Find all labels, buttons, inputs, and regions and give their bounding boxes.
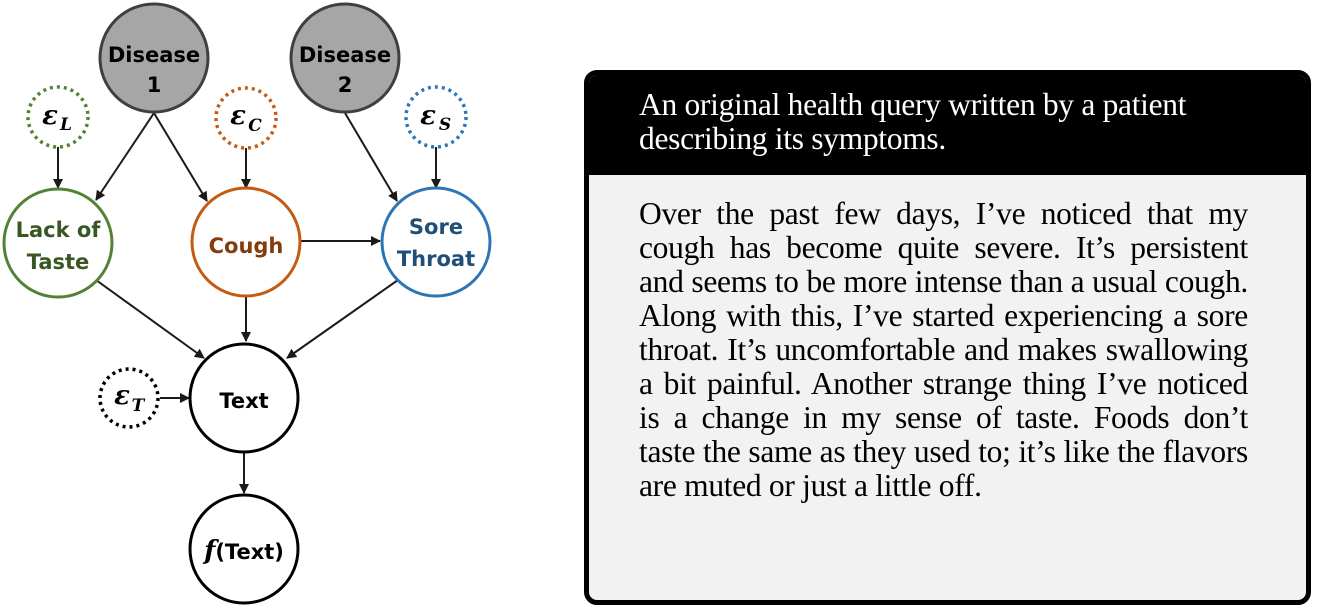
sore-throat-label-line1: Sore — [409, 215, 463, 239]
node-text: Text — [188, 342, 300, 454]
query-card-body: Over the past few days, I’ve noticed tha… — [639, 196, 1248, 503]
noise-node-eps-c: ε C — [214, 86, 278, 150]
f-text-label: f(Text) — [202, 536, 284, 566]
epsilon-symbol: ε — [114, 381, 130, 411]
noise-node-eps-s: ε S — [404, 85, 468, 149]
function-symbol: f — [202, 536, 219, 566]
epsilon-subscript: T — [132, 396, 146, 416]
sore-throat-label-line2: Throat — [397, 247, 475, 271]
disease-2-number: 2 — [338, 73, 353, 97]
noise-node-eps-t: ε T — [98, 367, 160, 429]
epsilon-subscript: C — [248, 116, 262, 136]
edge-lack-of-taste-text — [95, 279, 205, 359]
edge-disease2-sore-throat — [344, 112, 398, 202]
health-query-card: An original health query written by a pa… — [584, 70, 1311, 605]
disease-2-label: Disease — [299, 43, 391, 67]
node-f-text: f(Text) — [188, 493, 300, 605]
node-disease-2: Disease 2 — [289, 2, 401, 114]
noise-node-eps-l: ε L — [26, 85, 90, 149]
disease-1-number: 1 — [147, 73, 162, 97]
node-disease-1: Disease 1 — [98, 2, 210, 114]
text-node-label: Text — [219, 389, 268, 413]
epsilon-subscript: L — [59, 115, 72, 135]
epsilon-symbol: ε — [42, 101, 58, 131]
epsilon-symbol: ε — [230, 101, 246, 131]
epsilon-symbol: ε — [420, 101, 436, 131]
node-sore-throat: Sore Throat — [380, 186, 492, 298]
edge-disease1-lack-of-taste — [95, 112, 155, 201]
function-argument: (Text) — [215, 540, 284, 564]
query-card-header: An original health query written by a pa… — [589, 75, 1306, 175]
edge-disease1-cough — [153, 112, 208, 202]
node-cough: Cough — [190, 186, 302, 298]
causal-graph: Disease 1 Disease 2 ε L ε C ε S Lack of … — [2, 2, 492, 605]
edge-sore-throat-text — [286, 279, 399, 359]
cough-label: Cough — [209, 234, 284, 258]
lack-of-taste-label-line1: Lack of — [16, 218, 102, 242]
epsilon-subscript: S — [439, 115, 451, 135]
node-lack-of-taste: Lack of Taste — [2, 187, 114, 299]
disease-1-label: Disease — [108, 43, 200, 67]
lack-of-taste-label-line2: Taste — [27, 250, 90, 274]
edges — [53, 112, 441, 494]
